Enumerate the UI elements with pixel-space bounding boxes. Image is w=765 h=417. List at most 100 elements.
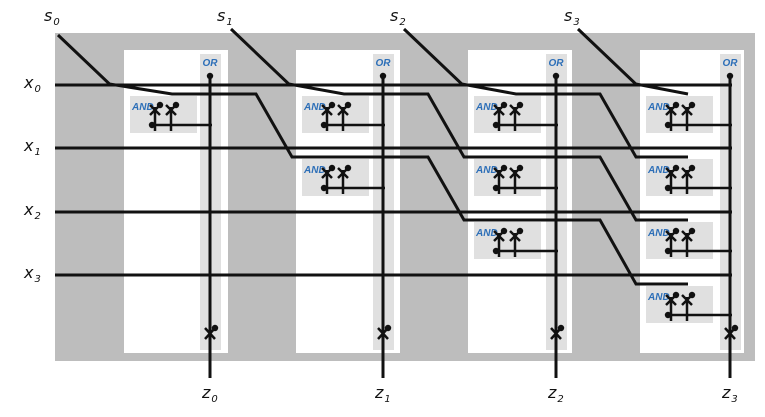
and-gate-label-2-2: AND bbox=[475, 228, 498, 239]
input-label-x3: x3 bbox=[23, 263, 41, 285]
select-label-s0: s0 bbox=[44, 6, 60, 28]
and-gate-label-3-0: AND bbox=[647, 102, 670, 113]
and-3-2-cross-dot-a bbox=[672, 227, 680, 235]
and-0-0-cross-dot-a bbox=[156, 101, 164, 109]
select-label-s1-letter: s bbox=[217, 6, 225, 25]
and-2-1-cross-dot-b bbox=[516, 164, 524, 172]
and-3-0-cross-dot-a bbox=[672, 101, 680, 109]
output-label-z1: z1 bbox=[374, 383, 391, 405]
output-cross-dot-1 bbox=[384, 324, 392, 332]
select-line-s3 bbox=[576, 27, 689, 96]
input-label-x1: x1 bbox=[23, 136, 41, 158]
and-gate-box-1-1 bbox=[302, 159, 369, 196]
and-gate-box-3-1 bbox=[646, 159, 713, 196]
and-3-2-cross-dot-b bbox=[688, 227, 696, 235]
and-2-1-output-dot bbox=[492, 184, 500, 192]
or-gate-label-2: OR bbox=[549, 58, 565, 69]
select-label-s0-letter: s bbox=[44, 6, 52, 25]
and-3-1-cross-dot-b bbox=[688, 164, 696, 172]
output-cross-dot-3 bbox=[731, 324, 739, 332]
output-label-z0-letter: z bbox=[201, 383, 211, 402]
or-gate-label-1: OR bbox=[376, 58, 392, 69]
and-1-1-cross-dot-b bbox=[344, 164, 352, 172]
and-gate-box-1-0 bbox=[302, 96, 369, 133]
and-gate-label-3-3: AND bbox=[647, 292, 670, 303]
input-label-x2: x2 bbox=[23, 200, 41, 222]
or-bus-top-dot-3 bbox=[726, 72, 734, 80]
output-cross-dot-2 bbox=[557, 324, 565, 332]
and-2-0-output-dot bbox=[492, 121, 500, 129]
and-2-1-cross-dot-a bbox=[500, 164, 508, 172]
input-label-x2-letter: x bbox=[23, 200, 34, 219]
select-label-s2-letter: s bbox=[390, 6, 398, 25]
select-label-s3-subscript: 3 bbox=[573, 17, 579, 28]
and-gate-box-3-0 bbox=[646, 96, 713, 133]
or-bus-top-dot-2 bbox=[552, 72, 560, 80]
and-3-0-cross-dot-b bbox=[688, 101, 696, 109]
and-3-0-output-dot bbox=[664, 121, 672, 129]
output-label-z3-letter: z bbox=[721, 383, 731, 402]
select-label-s2-subscript: 2 bbox=[399, 17, 405, 28]
and-0-0-output-dot bbox=[148, 121, 156, 129]
wires-layer bbox=[55, 27, 739, 378]
output-label-z0: z0 bbox=[201, 383, 218, 405]
output-label-z2-subscript: 2 bbox=[557, 394, 563, 405]
and-gate-box-0-0 bbox=[130, 96, 197, 133]
select-label-s1-subscript: 1 bbox=[226, 17, 232, 28]
and-1-1-output-dot bbox=[320, 184, 328, 192]
select-label-s3-letter: s bbox=[564, 6, 572, 25]
output-label-z2: z2 bbox=[547, 383, 564, 405]
input-label-x1-subscript: 1 bbox=[34, 147, 40, 158]
select-line-s1 bbox=[229, 27, 688, 222]
and-gate-box-3-3 bbox=[646, 286, 713, 323]
input-label-x3-letter: x bbox=[23, 263, 34, 282]
and-2-0-cross-dot-a bbox=[500, 101, 508, 109]
and-3-2-output-dot bbox=[664, 247, 672, 255]
and-1-0-cross-dot-b bbox=[344, 101, 352, 109]
and-gate-box-2-1 bbox=[474, 159, 541, 196]
and-3-3-cross-dot-a bbox=[672, 291, 680, 299]
input-label-x2-subscript: 2 bbox=[34, 211, 40, 222]
and-gate-box-2-2 bbox=[474, 222, 541, 259]
input-label-x0-letter: x bbox=[23, 73, 34, 92]
input-label-x1-letter: x bbox=[23, 136, 34, 155]
and-gate-label-0-0: AND bbox=[131, 102, 154, 113]
select-label-s1: s1 bbox=[217, 6, 233, 28]
output-label-z3: z3 bbox=[721, 383, 738, 405]
and-3-3-cross-dot-b bbox=[688, 291, 696, 299]
select-label-s3: s3 bbox=[564, 6, 580, 28]
select-label-s2: s2 bbox=[390, 6, 406, 28]
input-label-x0-subscript: 0 bbox=[34, 84, 40, 95]
and-3-1-cross-dot-a bbox=[672, 164, 680, 172]
input-label-x0: x0 bbox=[23, 73, 41, 95]
or-gate-label-0: OR bbox=[203, 58, 219, 69]
and-gate-box-3-2 bbox=[646, 222, 713, 259]
and-2-2-cross-dot-a bbox=[500, 227, 508, 235]
output-label-z1-letter: z bbox=[374, 383, 384, 402]
output-label-z1-subscript: 1 bbox=[384, 394, 390, 405]
and-gate-label-1-1: AND bbox=[303, 165, 326, 176]
and-gate-label-2-0: AND bbox=[475, 102, 498, 113]
and-gate-box-2-0 bbox=[474, 96, 541, 133]
output-label-z0-subscript: 0 bbox=[211, 394, 217, 405]
or-gate-label-3: OR bbox=[723, 58, 739, 69]
output-label-z3-subscript: 3 bbox=[731, 394, 737, 405]
and-gate-label-2-1: AND bbox=[475, 165, 498, 176]
and-3-1-output-dot bbox=[664, 184, 672, 192]
and-3-3-output-dot bbox=[664, 311, 672, 319]
output-cross-dot-0 bbox=[211, 324, 219, 332]
and-gate-label-1-0: AND bbox=[303, 102, 326, 113]
select-label-s0-subscript: 0 bbox=[53, 17, 59, 28]
and-1-1-cross-dot-a bbox=[328, 164, 336, 172]
or-bus-top-dot-0 bbox=[206, 72, 214, 80]
or-bus-top-dot-1 bbox=[379, 72, 387, 80]
output-label-z2-letter: z bbox=[547, 383, 557, 402]
and-1-0-cross-dot-a bbox=[328, 101, 336, 109]
and-2-2-cross-dot-b bbox=[516, 227, 524, 235]
and-0-0-cross-dot-b bbox=[172, 101, 180, 109]
input-label-x3-subscript: 3 bbox=[34, 274, 40, 285]
and-2-0-cross-dot-b bbox=[516, 101, 524, 109]
